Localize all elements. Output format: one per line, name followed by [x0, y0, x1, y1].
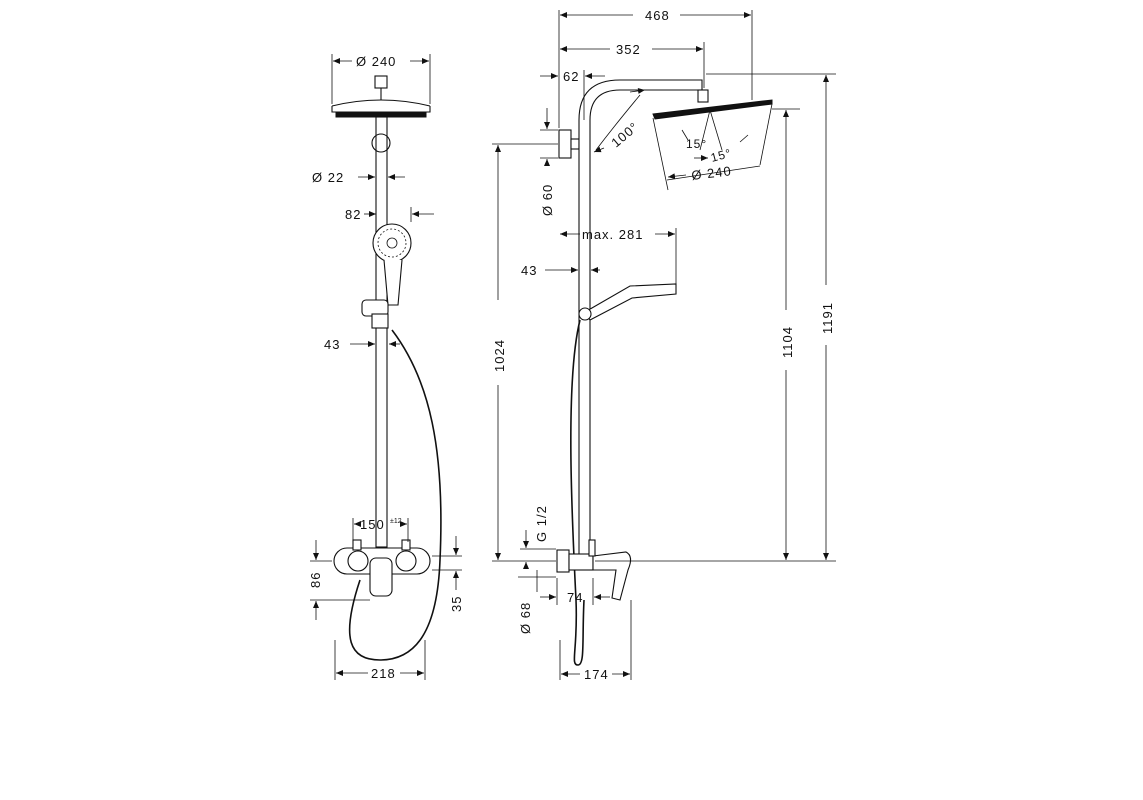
front-centers-label: 150 [360, 517, 385, 532]
side-spray-angle-left-label: 15° [686, 137, 707, 151]
side-escutcheon-diameter-label: Ø 68 [518, 602, 533, 634]
side-mixer [556, 539, 632, 601]
side-wall-bracket [558, 129, 580, 159]
front-hand-shower [372, 223, 412, 306]
front-head-diameter-label: Ø 240 [356, 54, 396, 69]
side-max-reach-label: max. 281 [582, 227, 643, 242]
side-arm-reach-label: 352 [616, 42, 641, 57]
side-wall-offset-label: 62 [563, 69, 579, 84]
front-riser-pipe [371, 116, 391, 548]
front-holder [361, 299, 389, 329]
side-head-diameter-label: Ø 240 [691, 163, 733, 183]
side-height-bracket-label: 1024 [492, 339, 507, 372]
side-hand-shower [578, 283, 677, 321]
side-hose [570, 319, 585, 666]
front-handshower-offset-label: 82 [345, 207, 361, 222]
side-height-head-label: 1104 [780, 326, 795, 358]
side-mixer-depth-label: 74 [567, 590, 583, 605]
front-centers-tolerance: ±12 [390, 518, 402, 525]
front-height-below-label: 35 [449, 596, 464, 612]
front-view: Ø 240 Ø 22 82 43 150 ±12 86 35 [308, 54, 464, 681]
front-overhead-shower [331, 75, 431, 118]
side-bracket-diameter-label: Ø 60 [540, 184, 555, 216]
front-width-bottom-label: 218 [371, 666, 396, 681]
front-pipe-diameter-label: Ø 22 [312, 170, 344, 185]
side-mixer-projection-label: 174 [584, 667, 609, 682]
side-tilt-angle-label: 100° [608, 119, 641, 150]
front-mixer [333, 539, 431, 597]
front-hose [348, 329, 442, 661]
side-view: 468 352 62 100° 15° 15° Ø 240 Ø 60 [492, 8, 836, 682]
side-overall-reach-label: 468 [645, 8, 670, 23]
side-overhead-shower [652, 89, 773, 120]
front-height-above-label: 86 [308, 572, 323, 588]
side-holder-offset-label: 43 [521, 263, 537, 278]
side-spray-angle-right-label: 15° [709, 146, 733, 165]
side-connection-label: G 1/2 [534, 505, 549, 542]
side-height-total-label: 1191 [820, 302, 835, 334]
side-riser-arm [578, 79, 703, 561]
front-holder-offset-label: 43 [324, 337, 340, 352]
